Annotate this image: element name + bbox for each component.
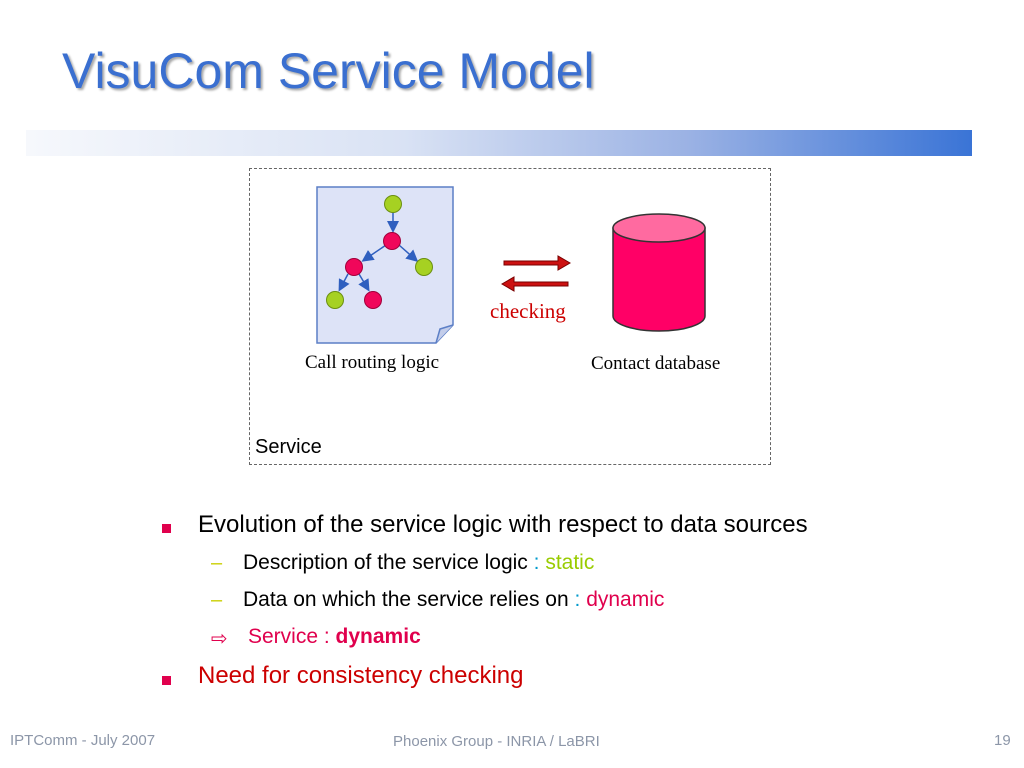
bidirectional-arrows-icon <box>501 255 571 292</box>
sub-bullet-1: Description of the service logic : stati… <box>243 551 594 575</box>
sub-bullet-2-text: Data on which the service relies on <box>243 588 569 611</box>
implication-arrow-icon: ⇨ <box>211 628 228 650</box>
sub-bullet-dash-2: – <box>211 589 223 611</box>
sub-bullet-2: Data on which the service relies on : dy… <box>243 588 664 612</box>
contact-database-label: Contact database <box>591 353 721 374</box>
bullet-marker-2 <box>162 670 171 690</box>
bullet-item-1: Evolution of the service logic with resp… <box>198 511 808 538</box>
contact-database-cylinder-icon <box>612 213 706 332</box>
sub-bullet-3: Service : dynamic <box>248 625 421 649</box>
call-routing-logic-label: Call routing logic <box>305 352 440 373</box>
footer-group: Phoenix Group - INRIA / LaBRI <box>393 733 600 750</box>
bullet-marker-1 <box>162 518 171 538</box>
title-underline-bar <box>26 130 972 156</box>
sub-bullet-1-value: static <box>545 551 595 574</box>
slide-title: VisuCom Service Model <box>62 43 595 99</box>
sub-bullet-2-colon: : <box>574 588 581 611</box>
sub-bullet-3-value: dynamic <box>335 625 421 648</box>
call-routing-logic-document-icon <box>316 186 454 344</box>
sub-bullet-dash-1: – <box>211 552 223 574</box>
footer-event: IPTComm - July 2007 <box>10 732 156 749</box>
checking-label: checking <box>490 299 566 323</box>
service-container <box>249 168 771 465</box>
service-label: Service <box>255 436 322 458</box>
bullet-item-2: Need for consistency checking <box>198 662 524 689</box>
page-number: 19 <box>994 732 1011 749</box>
sub-bullet-2-value: dynamic <box>586 588 665 611</box>
sub-bullet-1-colon: : <box>533 551 540 574</box>
sub-bullet-3-text: Service : <box>248 625 330 648</box>
sub-bullet-1-text: Description of the service logic <box>243 551 528 574</box>
